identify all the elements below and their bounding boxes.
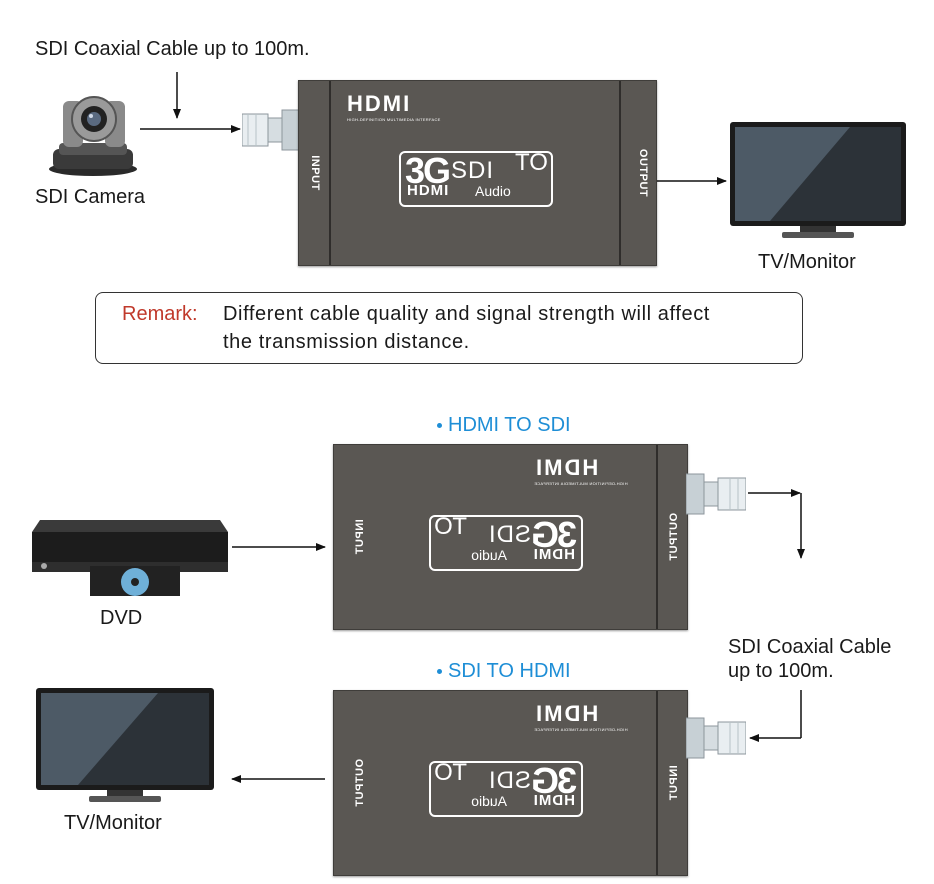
product-badge: 3G SDI TO HDMI Audio — [399, 151, 553, 207]
badge-to: TO — [434, 513, 467, 540]
bullet-icon — [437, 669, 442, 675]
output-port-label: OUTPUT — [637, 148, 650, 198]
converter-hdmi-to-sdi: INPUT OUTPUT HDMI HIGH-DEFINITION MULTIM… — [333, 444, 688, 630]
badge-audio: Audio — [471, 793, 507, 809]
dvd-label: DVD — [100, 607, 143, 629]
tv-monitor-image-top — [730, 122, 906, 238]
badge-sdi: SDI — [487, 767, 531, 794]
bnc-connector-top — [242, 109, 300, 151]
sdi-camera-image — [49, 96, 137, 176]
product-badge: 3G SDI TO HDMI Audio — [429, 513, 583, 571]
converter-sdi-to-hdmi-bottom: OUTPUT INPUT HDMI HIGH-DEFINITION MULTIM… — [333, 690, 688, 876]
remark-label: Remark: — [122, 303, 198, 325]
input-port-label: INPUT — [667, 765, 680, 801]
output-port-label: OUTPUT — [668, 512, 681, 562]
remark-line-1: Different cable quality and signal stren… — [223, 303, 710, 325]
badge-hdmi: HDMI — [532, 792, 575, 809]
bnc-connector-upper — [686, 473, 746, 515]
hdmi-to-sdi-title: HDMI TO SDI — [437, 414, 571, 437]
badge-hdmi: HDMI — [407, 182, 450, 199]
dvd-player-image — [32, 520, 228, 596]
badge-3g: 3G — [405, 150, 451, 191]
input-port-label: INPUT — [308, 155, 321, 191]
hdmi-logo-subtitle: HIGH-DEFINITION MULTIMEDIA INTERFACE — [347, 117, 441, 122]
bullet-icon — [437, 423, 442, 429]
hdmi-logo: HDMI — [534, 701, 599, 726]
badge-sdi: SDI — [487, 521, 531, 548]
tv-monitor-image-bottom — [36, 688, 214, 802]
tv-monitor-label-bottom: TV/Monitor — [64, 812, 162, 834]
badge-audio: Audio — [475, 183, 511, 199]
hdmi-logo: HDMI — [347, 91, 412, 116]
bottom-cable-label-line-1: SDI Coaxial Cable — [728, 636, 892, 658]
sdi-to-hdmi-title: SDI TO HDMI — [437, 660, 571, 683]
output-port-label: OUTPUT — [354, 758, 367, 808]
sdi-camera-label: SDI Camera — [35, 186, 146, 208]
badge-to: TO — [434, 759, 467, 786]
remark-box: Remark: Different cable quality and sign… — [95, 292, 803, 364]
remark-line-2: the transmission distance. — [223, 331, 470, 353]
input-port-label: INPUT — [353, 519, 366, 555]
badge-audio: Audio — [471, 547, 507, 563]
converter-sdi-to-hdmi-top: INPUT OUTPUT HDMI HIGH-DEFINITION MULTIM… — [298, 80, 657, 266]
hdmi-logo-subtitle: HIGH-DEFINITION MULTIMEDIA INTERFACE — [534, 727, 628, 732]
badge-to: TO — [515, 149, 548, 176]
bnc-connector-lower — [686, 717, 746, 759]
badge-hdmi: HDMI — [532, 546, 575, 563]
tv-monitor-label-top: TV/Monitor — [758, 251, 856, 273]
top-cable-label: SDI Coaxial Cable up to 100m. — [35, 38, 310, 60]
badge-sdi: SDI — [451, 157, 495, 184]
product-badge: 3G SDI TO HDMI Audio — [429, 759, 583, 817]
hdmi-logo-subtitle: HIGH-DEFINITION MULTIMEDIA INTERFACE — [534, 481, 628, 486]
hdmi-logo: HDMI — [534, 455, 599, 480]
bottom-cable-label-line-2: up to 100m. — [728, 660, 834, 682]
